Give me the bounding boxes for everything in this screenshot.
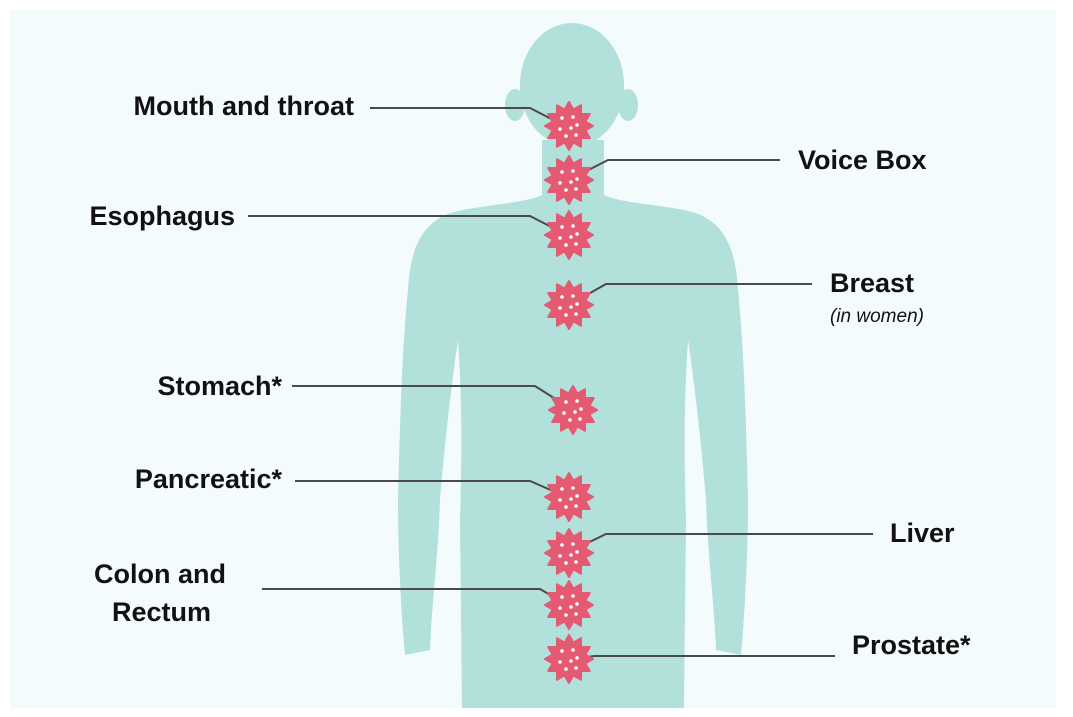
label-voice-box: Voice Box [798, 143, 927, 177]
label-mouth-and-throat: Mouth and throat [60, 89, 354, 123]
label-breast-note: (in women) [830, 306, 924, 328]
label-stomach: Stomach* [60, 369, 282, 403]
label-colon-line2: Rectum [112, 595, 211, 629]
label-colon-line1: Colon and [94, 557, 226, 591]
label-prostate: Prostate* [852, 628, 971, 662]
label-liver: Liver [890, 516, 955, 550]
label-esophagus: Esophagus [30, 199, 235, 233]
label-pancreatic: Pancreatic* [40, 462, 282, 496]
label-breast: Breast [830, 266, 914, 300]
